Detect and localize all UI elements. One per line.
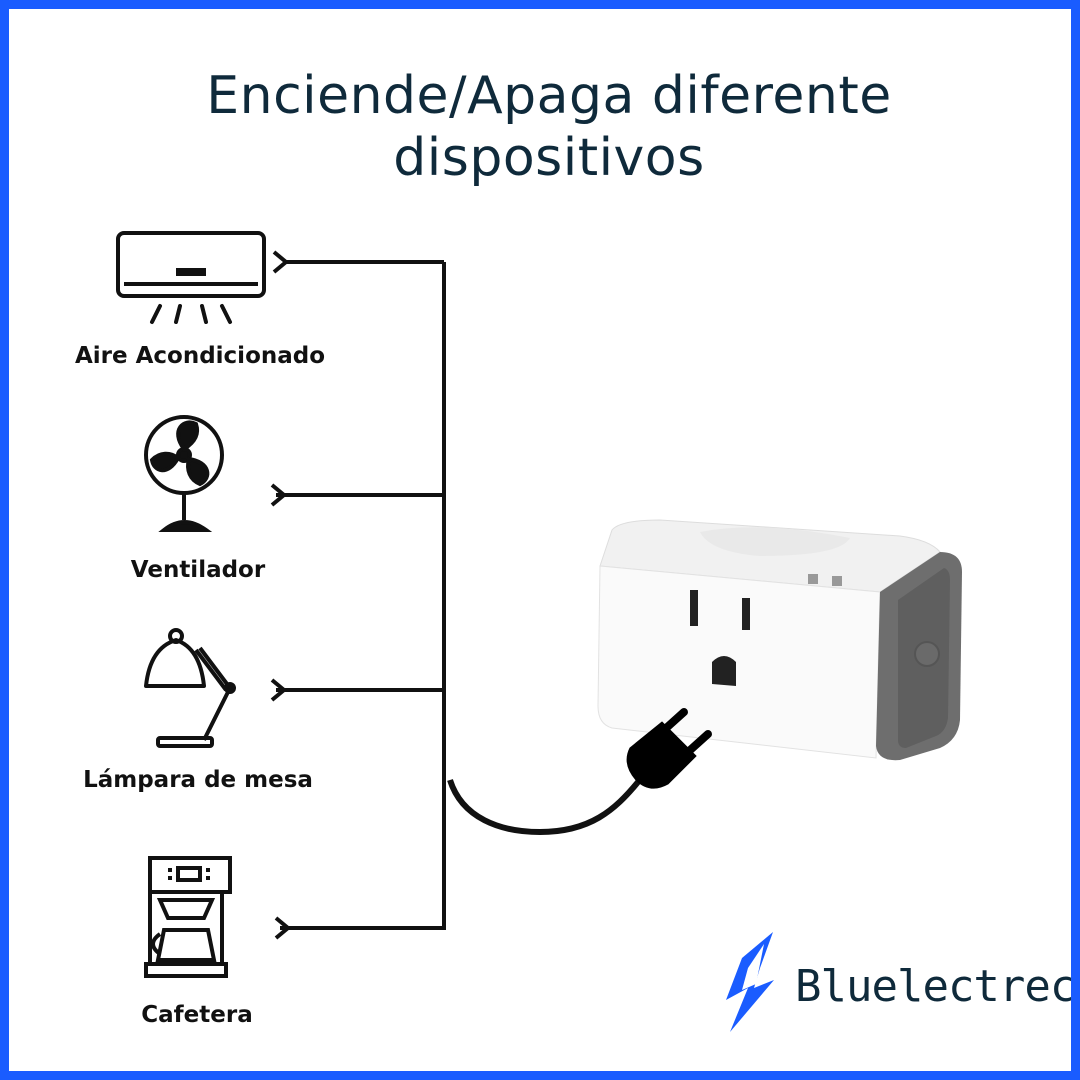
power-button-icon (914, 641, 940, 667)
device-label-air-conditioner: Aire Acondicionado (74, 343, 326, 369)
title-line-2: dispositivos (393, 128, 705, 188)
diagram-art (116, 231, 962, 1032)
power-cable (447, 779, 641, 836)
air-conditioner-icon (116, 231, 266, 324)
coffee-maker-icon (144, 856, 232, 978)
device-label-coffee-maker: Cafetera (141, 1002, 253, 1028)
device-label-lamp: Lámpara de mesa (83, 767, 313, 793)
brand-name: Bluelectrec (795, 961, 1076, 1012)
title-line-1: Enciende/Apaga diferente (206, 66, 892, 126)
wiring (270, 250, 641, 940)
desk-lamp-icon (144, 628, 236, 748)
fan-icon (144, 415, 224, 532)
smart-plug-image (597, 519, 962, 761)
page-title: Enciende/Apaga diferente dispositivos (9, 65, 1071, 189)
electric-plug-icon (626, 708, 712, 789)
bluelectrec-logo-icon (726, 932, 774, 1032)
device-label-fan: Ventilador (130, 557, 266, 583)
